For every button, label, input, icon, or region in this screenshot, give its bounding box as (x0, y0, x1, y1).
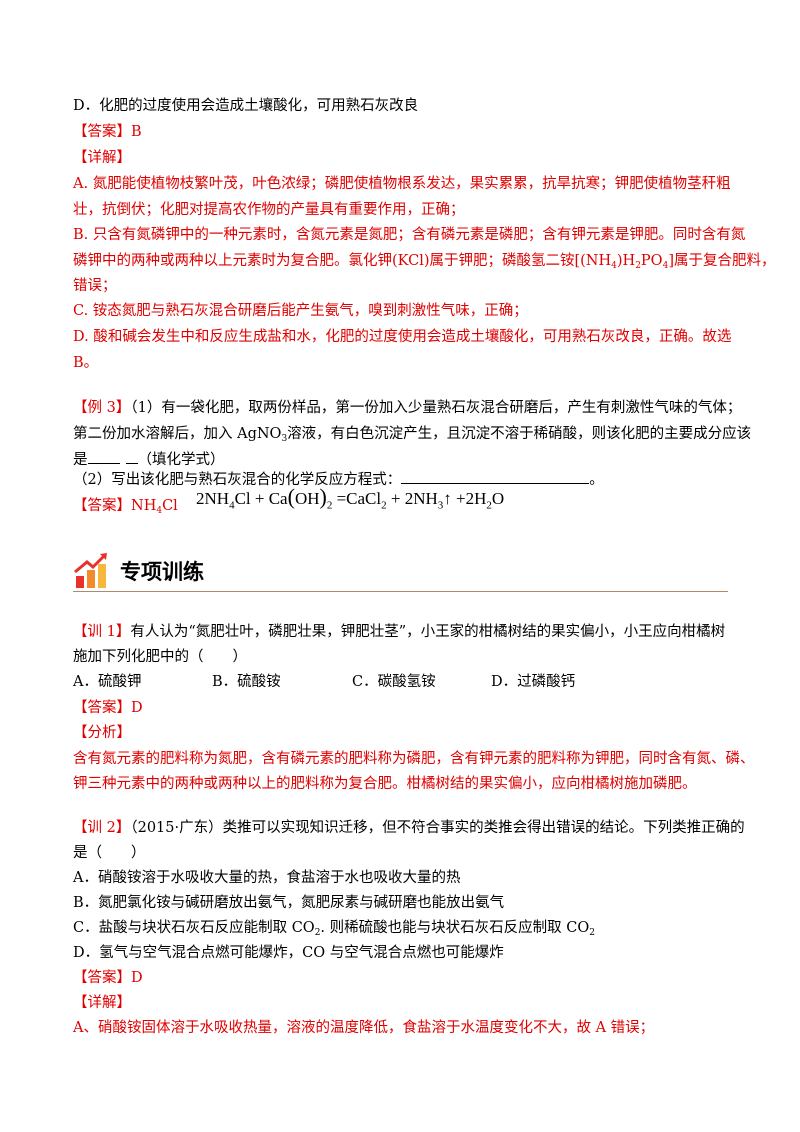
detail-tag: 【详解】 (73, 995, 131, 1011)
section-title: 专项训练 (120, 560, 204, 584)
detail-line: B. 只含有氮磷钾中的一种元素时，含氮元素是氮肥；含有磷元素是磷肥；含有钾元素是… (73, 227, 746, 243)
example3-line1: 【例 3】（1）有一袋化肥，取两份样品，第一份加入少量熟石灰混合研磨后，产生有刺… (73, 400, 742, 416)
answer-tag: 【答案】 (73, 970, 131, 986)
analysis-line: 含有氮元素的肥料称为氮肥，含有磷元素的肥料称为磷肥，含有钾元素的肥料称为钾肥，同… (73, 751, 755, 767)
option-d: D．氢气与空气混合点燃可能爆炸，CO 与空气混合点燃也可能爆炸 (73, 945, 504, 961)
option-c: C．碳酸氢铵 (352, 674, 436, 690)
detail-line: 错误； (73, 278, 117, 294)
example3-line4: （2）写出该化肥与熟石灰混合的化学反应方程式：。 (73, 472, 604, 488)
example3-line3: 是（填化学式） (73, 452, 225, 468)
option-a: A．硫酸钾 (73, 674, 142, 690)
answer-value: D (131, 700, 143, 716)
training1-line1: 【训 1】有人认为“氮肥壮叶，磷肥壮果，钾肥壮茎”，小王家的柑橘树结的果实偏小，… (73, 624, 726, 640)
analysis-line: 钾三种元素中的两种或两种以上的肥料称为复合肥。柑橘树结的果实偏小，应向柑橘树施加… (73, 776, 697, 792)
equation-blank (401, 483, 590, 484)
chart-bar-shape (76, 576, 84, 588)
answer-blank (125, 463, 138, 464)
answer-tag: 【答案】 (73, 498, 131, 514)
answer-value: B (131, 124, 142, 140)
option-d: D．过磷酸钙 (491, 674, 576, 690)
detail-line: B。 (73, 355, 99, 371)
chart-bar-shape (98, 564, 106, 588)
option-b: B．硫酸铵 (212, 674, 281, 690)
detail-line: A. 氮肥能使植物枝繁叶茂，叶色浓绿；磷肥使植物根系发达，果实累累，抗旱抗寒；钾… (73, 176, 731, 192)
option-a: A．硝酸铵溶于水吸收大量的热，食盐溶于水也吸收大量的热 (73, 870, 461, 886)
detail-line: 磷钾中的两种或两种以上元素时为复合肥。氯化钾(KCl)属于钾肥；磷酸氢二铵[(N… (73, 253, 776, 271)
answer-line: 【答案】D (73, 698, 143, 718)
chart-bar-shape (87, 570, 95, 588)
section-divider (73, 591, 728, 592)
answer-value: D (131, 970, 143, 986)
detail-line: 壮，抗倒伏；化肥对提高农作物的产量具有重要作用，正确； (73, 202, 465, 218)
answer-formula: NH4Cl (131, 498, 178, 516)
answer-blank (87, 463, 120, 464)
example3-tag: 【例 3】 (73, 400, 131, 416)
training1-tag: 【训 1】 (73, 624, 131, 640)
answer-tag: 【答案】 (73, 124, 131, 140)
answer-tag: 【答案】 (73, 700, 131, 716)
chemical-equation: 2NH4Cl + Ca(OH)2 =CaCl2 + 2NH3↑ +2H2O (196, 484, 505, 512)
training2-tag: 【训 2】 (73, 820, 131, 836)
section-header: 专项训练 (73, 550, 728, 592)
answer-line: 【答案】D (73, 968, 143, 988)
detail-line: D. 酸和碱会发生中和反应生成盐和水，化肥的过度使用会造成土壤酸化，可用熟石灰改… (73, 329, 732, 345)
answer-line: 【答案】B (73, 122, 142, 142)
training2-line1: 【训 2】（2015·广东）类推可以实现知识迁移，但不符合事实的类推会得出错误的… (73, 820, 745, 836)
training2-line2: 是（ ） (73, 845, 146, 861)
training1-line2: 施加下列化肥中的（ ） (73, 649, 247, 665)
detail-line: A、硝酸铵固体溶于水吸收热量，溶液的温度降低，食盐溶于水温度变化不大，故 A 错… (73, 1020, 655, 1036)
bar-chart-arrow-icon (74, 553, 107, 588)
option-b: B．氮肥氯化铵与碱研磨放出氨气，氮肥尿素与碱研磨也能放出氨气 (73, 895, 505, 911)
detail-tag: 【详解】 (73, 150, 131, 166)
example3-answer: 【答案】NH4Cl (73, 496, 178, 521)
example3-line2: 第二份加水溶解后，加入 AgNO3溶液，有白色沉淀产生，且沉淀不溶于稀硝酸，则该… (73, 426, 752, 444)
option-c: C．盐酸与块状石灰石反应能制取 CO2. 则稀硫酸也能与块状石灰石反应制取 CO… (73, 920, 595, 938)
analysis-tag: 【分析】 (73, 725, 131, 741)
option-d: D．化肥的过度使用会造成土壤酸化，可用熟石灰改良 (73, 98, 419, 114)
detail-line: C. 铵态氮肥与熟石灰混合研磨后能产生氨气，嗅到刺激性气味，正确； (73, 303, 528, 319)
